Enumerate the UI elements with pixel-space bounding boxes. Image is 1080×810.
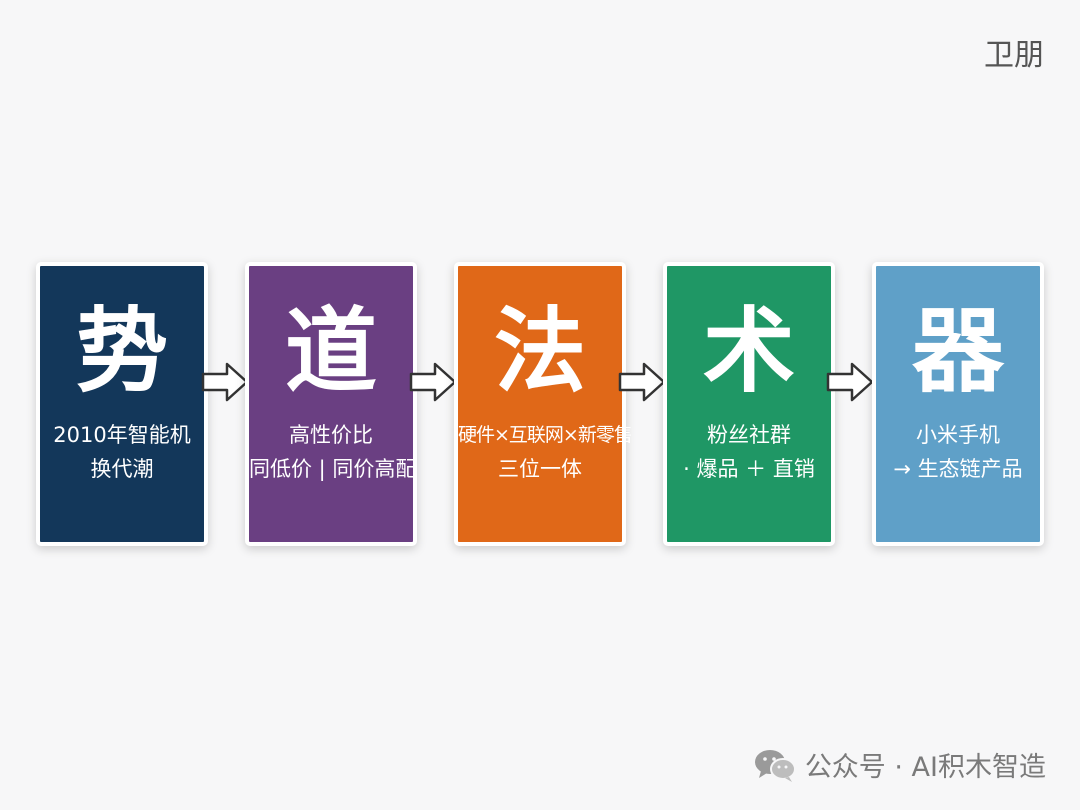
right-arrow-icon bbox=[826, 362, 874, 402]
step-line-2: → 生态链产品 bbox=[893, 457, 1023, 481]
step-description: 2010年智能机 换代潮 bbox=[40, 418, 204, 486]
step-description: 高性价比 同低价 | 同价高配 bbox=[249, 418, 417, 486]
step-line-1: 粉丝社群 bbox=[707, 423, 791, 447]
step-card-shi: 势 2010年智能机 换代潮 bbox=[36, 262, 208, 546]
step-glyph: 器 bbox=[911, 298, 1004, 405]
step-description: 小米手机 → 生态链产品 bbox=[876, 418, 1040, 486]
wechat-watermark: 公众号 · AI积木智造 bbox=[753, 745, 1046, 784]
step-description: 粉丝社群 · 爆品 ＋ 直销 bbox=[667, 418, 831, 486]
five-step-flow: 势 2010年智能机 换代潮 道 高性价比 同低价 | 同价高配 法 硬件×互联… bbox=[36, 262, 1046, 546]
step-line-2: · 爆品 ＋ 直销 bbox=[683, 457, 815, 481]
right-arrow-icon bbox=[618, 362, 666, 402]
wechat-icon bbox=[754, 749, 796, 782]
step-card-dao: 道 高性价比 同低价 | 同价高配 bbox=[245, 262, 417, 546]
watermark-text: 公众号 · AI积木智造 bbox=[804, 752, 1046, 783]
step-line-1: 高性价比 bbox=[289, 423, 373, 447]
right-arrow-icon bbox=[409, 362, 457, 402]
step-card-qi: 器 小米手机 → 生态链产品 bbox=[872, 262, 1044, 546]
step-card-shu: 术 粉丝社群 · 爆品 ＋ 直销 bbox=[663, 262, 835, 546]
step-line-1: 小米手机 bbox=[916, 423, 1000, 447]
author-name: 卫朋 bbox=[984, 38, 1044, 73]
step-glyph: 道 bbox=[284, 298, 377, 405]
step-glyph: 法 bbox=[493, 298, 586, 405]
step-line-2: 同低价 | 同价高配 bbox=[249, 457, 417, 481]
right-arrow-icon bbox=[201, 362, 249, 402]
step-line-2: 三位一体 bbox=[498, 457, 582, 481]
step-line-2: 换代潮 bbox=[90, 457, 154, 481]
step-line-1: 硬件×互联网×新零售 bbox=[458, 424, 633, 446]
step-glyph: 势 bbox=[75, 298, 168, 405]
step-line-1: 2010年智能机 bbox=[53, 423, 191, 447]
step-glyph: 术 bbox=[702, 298, 795, 405]
step-description: 硬件×互联网×新零售 三位一体 bbox=[458, 418, 633, 486]
step-card-fa: 法 硬件×互联网×新零售 三位一体 bbox=[454, 262, 633, 546]
